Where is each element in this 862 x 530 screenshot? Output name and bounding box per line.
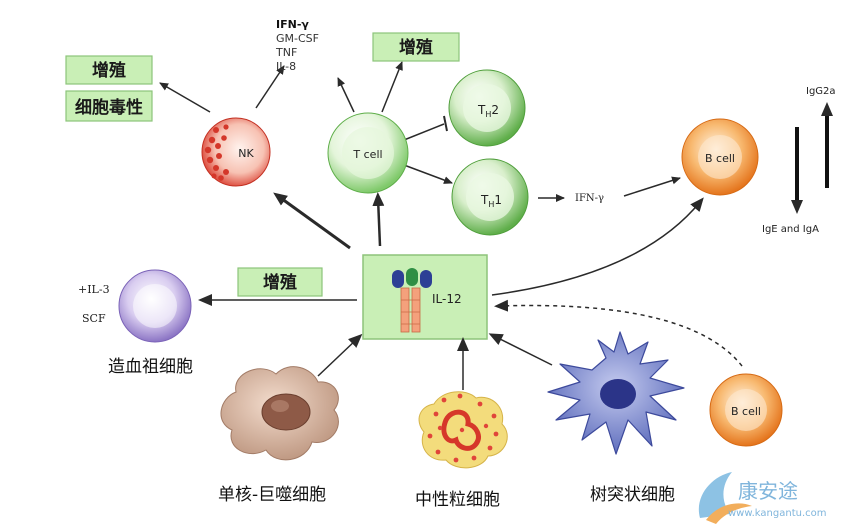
svg-text:T cell: T cell xyxy=(352,148,382,161)
svg-text:TH1: TH1 xyxy=(480,193,502,209)
th2-cell: TH2 xyxy=(448,69,526,147)
il3-label: +IL-3 xyxy=(78,283,110,296)
svg-text:细胞毒性: 细胞毒性 xyxy=(75,97,143,118)
watermark: 康安途 www.kangantu.com xyxy=(698,472,827,524)
monocyte-label: 单核-巨噬细胞 xyxy=(218,485,326,505)
nk-prolif-box: 增殖 xyxy=(65,55,153,85)
svg-text:NK: NK xyxy=(238,147,254,160)
b-cell-bottom: B cell xyxy=(709,373,783,447)
cytokine-ifn: IFN-γ xyxy=(276,18,309,31)
macrophage xyxy=(220,366,339,461)
cytokine-il8: IL-8 xyxy=(276,60,296,73)
igg2a-label: IgG2a xyxy=(806,86,836,97)
t-cell: T cell xyxy=(327,112,409,194)
cytokine-gmcsf: GM-CSF xyxy=(276,32,319,45)
nk-granules xyxy=(204,124,229,181)
il12-receptor-box: IL-12 xyxy=(362,254,488,340)
neutrophil-label: 中性粒细胞 xyxy=(415,490,500,510)
svg-text:增殖: 增殖 xyxy=(263,272,297,293)
svg-text:B cell: B cell xyxy=(731,405,761,418)
stem-prolif-box: 增殖 xyxy=(237,267,323,297)
dendritic-cell xyxy=(547,331,685,455)
nk-cytotox-box: 细胞毒性 xyxy=(65,90,153,122)
watermark-cn: 康安途 xyxy=(738,479,798,503)
b-cell-top: B cell xyxy=(681,118,759,196)
stem-cell-label: 造血祖细胞 xyxy=(108,357,193,377)
svg-text:增殖: 增殖 xyxy=(399,37,433,58)
il12-receptor-icon xyxy=(392,268,432,333)
th1-cell: TH1 xyxy=(451,158,529,236)
il12-label: IL-12 xyxy=(432,292,462,306)
dendritic-label: 树突状细胞 xyxy=(590,485,675,505)
svg-text:增殖: 增殖 xyxy=(92,60,126,81)
th1-ifn-gamma: IFN-γ xyxy=(575,193,604,204)
cytokine-list: IFN-γ GM-CSF TNF IL-8 xyxy=(275,18,319,73)
svg-text:B cell: B cell xyxy=(705,152,735,165)
nk-cell: NK xyxy=(201,117,271,187)
watermark-url: www.kangantu.com xyxy=(728,508,827,519)
arrows xyxy=(159,61,833,390)
ige-iga-label: IgE and IgA xyxy=(762,224,819,235)
stem-cell xyxy=(118,269,192,343)
cytokine-tnf: TNF xyxy=(275,46,297,59)
tcell-prolif-box: 增殖 xyxy=(372,32,460,62)
svg-text:TH2: TH2 xyxy=(477,103,499,119)
neutrophil xyxy=(418,391,508,469)
scf-label: SCF xyxy=(82,312,106,325)
